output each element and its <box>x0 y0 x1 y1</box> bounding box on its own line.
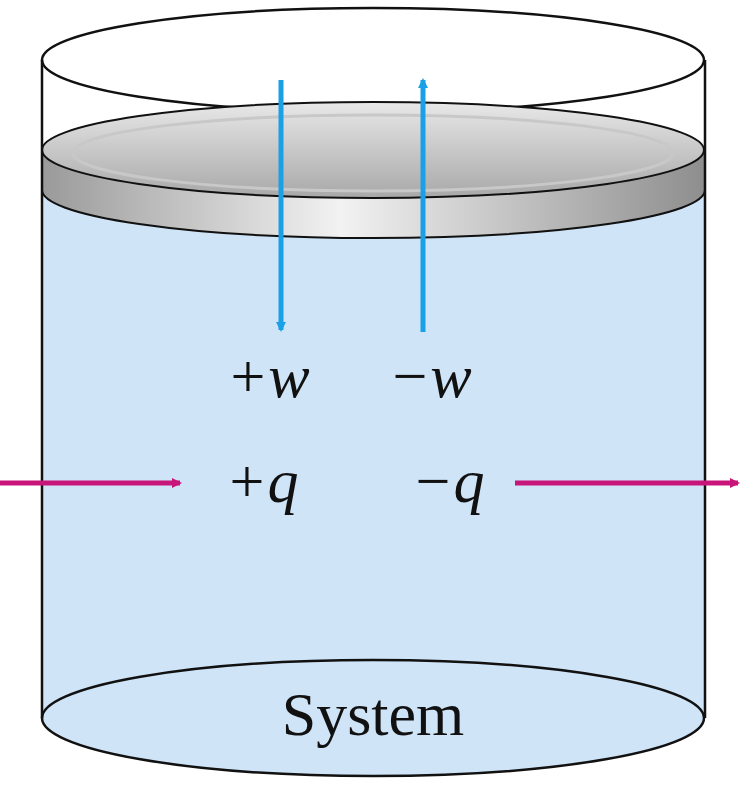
work-sign-label: −w <box>388 345 471 407</box>
work-sign-label: +w <box>226 345 309 407</box>
system-label: System <box>282 683 465 745</box>
heat-sign-label: −q <box>412 450 485 512</box>
heat-sign-label: +q <box>226 450 299 512</box>
